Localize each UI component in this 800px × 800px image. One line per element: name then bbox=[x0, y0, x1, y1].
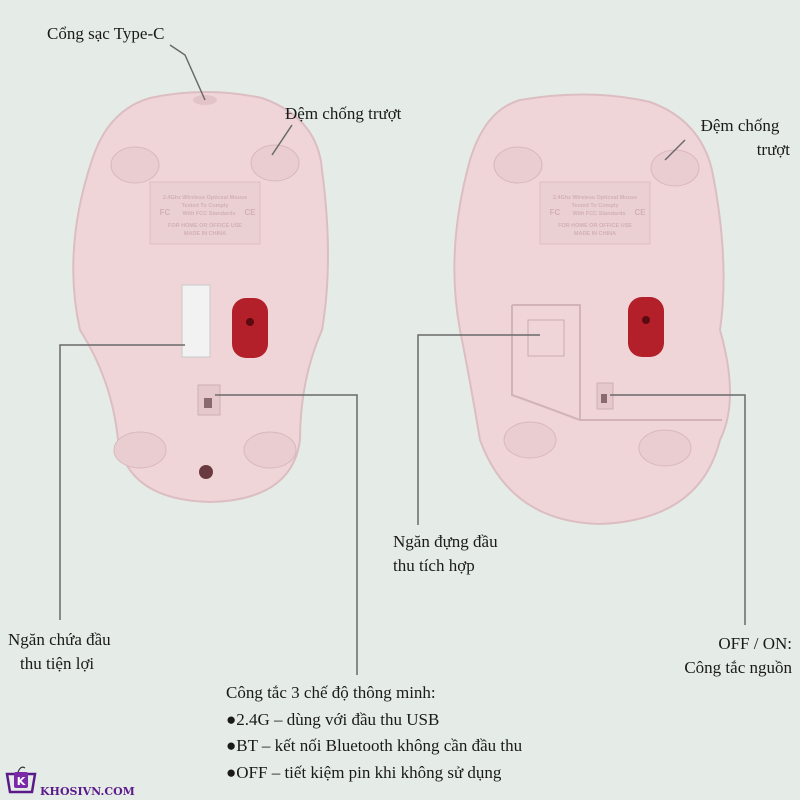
mouse-label-line: MADE IN CHINA bbox=[184, 231, 226, 237]
mouse-label-line: MADE IN CHINA bbox=[574, 231, 616, 237]
mode-item: ●2.4G – dùng với đầu thu USB bbox=[226, 709, 440, 729]
ce-mark: CE bbox=[244, 208, 256, 217]
label-anti-slip-right: Đệm chống trượt bbox=[690, 114, 790, 162]
brand-name: KHOSIVN.COM bbox=[40, 785, 135, 798]
label-line: Ngăn chứa đầu bbox=[8, 630, 111, 649]
logo-letter: K bbox=[17, 775, 26, 788]
leader-lines bbox=[59, 44, 746, 675]
brand-logo: K KHOSIVN.COM bbox=[4, 764, 135, 798]
label-type-c-port: Cổng sạc Type-C bbox=[47, 24, 165, 43]
label-receiver-slot-right: Ngăn đựng đầu thu tích hợp bbox=[393, 530, 498, 578]
fcc-mark: FC bbox=[160, 208, 171, 217]
label-line: Ngăn đựng đầu bbox=[393, 532, 498, 551]
mouse-label-line: FOR HOME OR OFFICE USE bbox=[558, 223, 632, 229]
label-power-switch: OFF / ON: Công tắc nguồn bbox=[684, 632, 792, 680]
mouse-label-line: 2.4Ghz Wireless Opticeal Mouse bbox=[163, 195, 247, 201]
fcc-mark: FC bbox=[550, 208, 561, 217]
label-line: OFF / ON: bbox=[718, 634, 792, 653]
mouse-label-line: Tested To Comply bbox=[182, 203, 230, 209]
label-line: Đệm chống bbox=[700, 116, 780, 135]
mouse-label-line: Tested To Comply bbox=[572, 203, 620, 209]
mouse-label-line: FOR HOME OR OFFICE USE bbox=[168, 223, 242, 229]
mode-switch-title: Công tắc 3 chế độ thông minh: bbox=[226, 683, 436, 702]
label-receiver-slot-left: Ngăn chứa đầu thu tiện lợi bbox=[8, 628, 111, 676]
mode-item: ●BT – kết nối Bluetooth không cần đầu th… bbox=[226, 736, 523, 755]
ce-mark: CE bbox=[634, 208, 646, 217]
mouse-label-text-right: 2.4Ghz Wireless Opticeal Mouse Tested To… bbox=[550, 195, 647, 237]
mouse-left bbox=[72, 91, 329, 504]
label-line: trượt bbox=[756, 140, 790, 159]
shop-bag-icon: K bbox=[5, 766, 37, 794]
mode-item: ●OFF – tiết kiệm pin khi không sử dụng bbox=[226, 762, 502, 782]
mouse-label-text-left: 2.4Ghz Wireless Opticeal Mouse Tested To… bbox=[160, 195, 257, 237]
label-mode-switch: Công tắc 3 chế độ thông minh: ●2.4G – dù… bbox=[226, 680, 522, 786]
label-line: thu tiện lợi bbox=[20, 654, 95, 673]
mouse-label-line: With FCC Standards bbox=[182, 211, 235, 217]
mouse-right bbox=[453, 93, 731, 526]
mouse-label-line: With FCC Standards bbox=[572, 211, 625, 217]
label-line: thu tích hợp bbox=[393, 556, 475, 575]
label-line: Công tắc nguồn bbox=[684, 658, 792, 677]
label-anti-slip-left: Đệm chống trượt bbox=[285, 104, 402, 123]
mouse-label-line: 2.4Ghz Wireless Opticeal Mouse bbox=[553, 195, 637, 201]
